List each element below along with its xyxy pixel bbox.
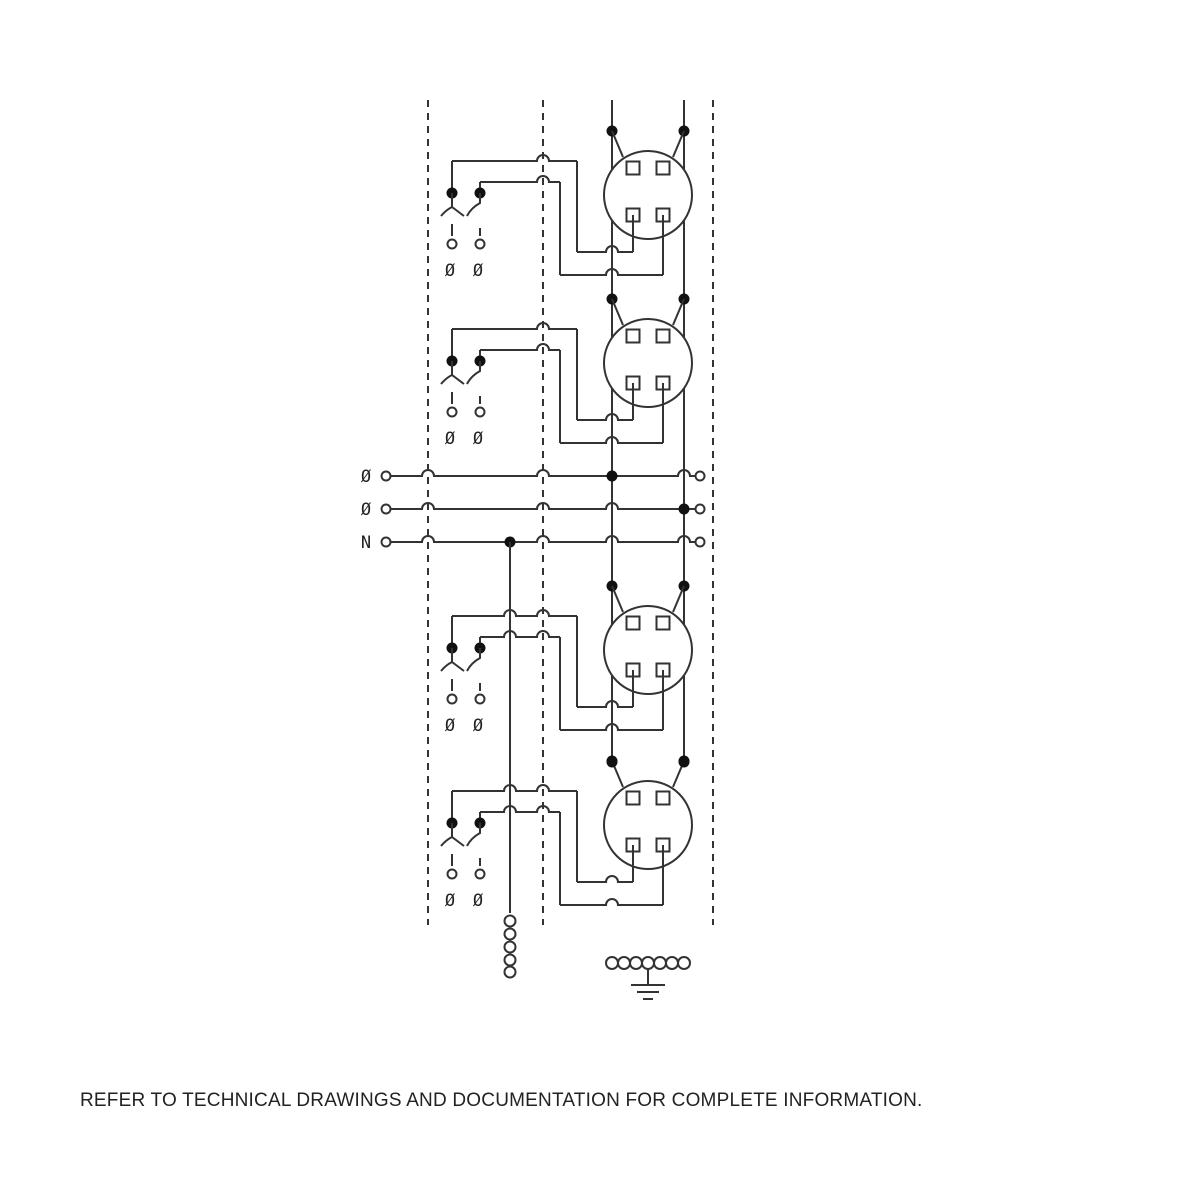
control-wire [560,436,663,444]
control-wire [577,245,633,253]
contact-switch [466,823,481,847]
ground-bar-terminal [665,956,679,970]
breaker-terminal [474,406,486,418]
control-wire [560,268,663,276]
breaker-terminal [474,868,486,880]
socket-lead [611,298,624,326]
contact-switch [466,361,481,385]
control-wire [480,630,560,638]
contact-switch [440,823,465,847]
socket-contact [655,160,671,176]
neutral-bar-terminal [503,953,517,967]
socket-contact [655,790,671,806]
socket-contact [655,328,671,344]
breaker-terminal [474,238,486,250]
breaker-terminal-label: Ø [445,716,455,736]
control-wire [452,322,577,330]
control-wire [452,609,577,617]
socket-lead [672,585,685,613]
input-terminal [380,470,392,482]
incoming-line [391,469,695,477]
contact-switch [440,193,465,217]
control-wire [577,413,633,421]
ground-bar-terminal [629,956,643,970]
breaker-terminal [446,693,458,705]
control-wire [452,784,577,792]
breaker-terminal-label: Ø [445,891,455,911]
socket-contact [625,790,641,806]
breaker-terminal [474,693,486,705]
socket-lead [611,130,624,158]
line-label: Ø [361,500,371,520]
line-label: N [361,533,371,553]
ground-bar-terminal [605,956,619,970]
input-terminal [380,536,392,548]
socket-contact [625,615,641,631]
control-wire [452,154,577,162]
control-wire [560,723,663,731]
output-terminal [694,536,706,548]
neutral-bar-terminal [503,914,517,928]
breaker-terminal [446,868,458,880]
breaker-terminal [446,238,458,250]
meter-socket [603,150,693,240]
breaker-terminal-label: Ø [473,261,483,281]
input-terminal [380,503,392,515]
ground-bar-terminal [653,956,667,970]
control-wire [560,898,663,906]
contact-switch [440,648,465,672]
bus-b-tap [678,756,690,768]
control-wire [480,343,560,351]
footer-note: REFER TO TECHNICAL DRAWINGS AND DOCUMENT… [80,1090,923,1111]
bus-b-connection [678,503,690,515]
control-wire [480,805,560,813]
incoming-line [391,502,695,510]
socket-lead [672,130,685,158]
socket-lead [611,585,624,613]
breaker-terminal-label: Ø [473,716,483,736]
incoming-line [391,535,695,543]
breaker-terminal-label: Ø [473,891,483,911]
control-wire [577,875,633,883]
breaker-terminal-label: Ø [473,429,483,449]
breaker-terminal-label: Ø [445,261,455,281]
contact-switch [466,193,481,217]
contact-switch [466,648,481,672]
ground-bar-terminal [641,956,655,970]
neutral-bar-terminal [503,927,517,941]
breaker-terminal-label: Ø [445,429,455,449]
socket-contact [625,160,641,176]
breaker-terminal [446,406,458,418]
socket-lead [672,298,685,326]
output-terminal [694,470,706,482]
contact-switch [440,361,465,385]
neutral-bar-terminal [503,965,517,979]
meter-socket [603,780,693,870]
bus-a-tap [606,756,618,768]
socket-contact [655,615,671,631]
output-terminal [694,503,706,515]
bus-a-connection [606,470,618,482]
socket-contact [625,328,641,344]
ground-bar-terminal [677,956,691,970]
line-label: Ø [361,467,371,487]
control-wire [480,175,560,183]
meter-socket [603,605,693,695]
neutral-bar-terminal [503,940,517,954]
ground-bar-terminal [617,956,631,970]
meter-socket [603,318,693,408]
control-wire [577,700,633,708]
